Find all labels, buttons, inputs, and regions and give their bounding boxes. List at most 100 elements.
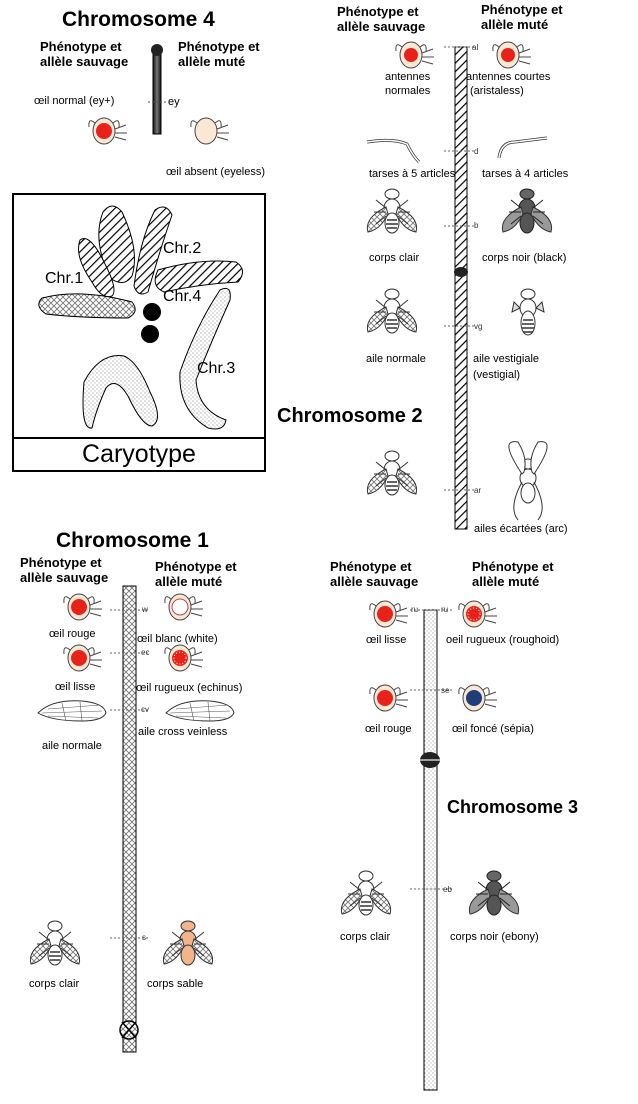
chr1-mut-label-cv: aile cross veinless <box>138 726 228 738</box>
chr2-wild-header-line1: Phénotype et <box>337 4 419 19</box>
chr1-mut-label-echinus: œil rugueux (echinus) <box>136 682 243 694</box>
chr1-wild-header-line1: Phénotype et <box>20 555 102 570</box>
chr3-wild-label-body: corps clair <box>340 931 391 943</box>
chr1-wild-header: Phénotype et allèle sauvage <box>20 555 108 585</box>
chr2-bar <box>454 46 468 530</box>
wing-cross-veinless <box>165 700 235 722</box>
chr1-gene-w: w <box>142 605 148 614</box>
karyotype-chr4-label: Chr.4 <box>163 288 202 305</box>
chr2-title: Chromosome 2 <box>277 405 423 427</box>
wing-normal <box>37 700 107 722</box>
fly-sable-body <box>162 920 214 966</box>
chr3-mut-label-roughoid: oeil rugueux (roughoid) <box>446 634 560 646</box>
fly-head-eyeless <box>190 117 230 145</box>
chr2-wild-label-body: corps clair <box>369 252 420 264</box>
chr3-mut-header-line2: allèle muté <box>472 574 540 589</box>
chr4-gene-ey: ey <box>168 96 180 108</box>
chr1-wild-label-red-eye: œil rouge <box>49 628 96 640</box>
karyotype-chr1-label: Chr.1 <box>45 270 84 287</box>
chr2-gene-al: al <box>472 43 479 52</box>
chr1-mut-header-line1: Phénotype et <box>155 559 237 574</box>
chr2-mut-label-wing-1: aile vestigiale <box>473 353 540 365</box>
chr1-wild-label-wing: aile normale <box>42 740 102 752</box>
fly-head-normal-eye <box>88 117 128 145</box>
chr2-mut-header-line1: Phénotype et <box>481 2 563 17</box>
chr2-mut-label-antennae-1: antennes courtes <box>466 71 551 83</box>
chr1-mut-header-line2: allèle muté <box>155 574 223 589</box>
chr2-gene-b: b <box>474 221 479 230</box>
chr1-bar <box>122 585 137 1053</box>
chr3-mut-label-ebony: corps noir (ebony) <box>450 931 539 943</box>
fly-clear-body-eb <box>340 870 392 916</box>
chr2-gene-vg: vg <box>474 322 483 331</box>
chr3-bar <box>423 609 438 1091</box>
fly-ebony-body <box>468 870 520 916</box>
chr4-wild-header: Phénotype et allèle sauvage <box>40 39 128 69</box>
chr2-mut-header-line2: allèle muté <box>481 17 549 32</box>
fly-head-white-eye <box>164 593 204 621</box>
chr1-wild-header-line2: allèle sauvage <box>20 570 109 585</box>
karyotype-chr3-label: Chr.3 <box>197 360 236 377</box>
fly-normal-wing <box>366 288 418 334</box>
chr2-gene-ar: ar <box>474 486 482 495</box>
karyotype-chromosomes <box>38 205 243 430</box>
chr1-loci-lines <box>110 609 150 939</box>
chr3-mut-label-sepia: œil foncé (sépia) <box>452 723 534 735</box>
fly-normal-wing-2 <box>366 450 418 496</box>
chr2-wild-label-antennae-1: antennes <box>385 71 431 83</box>
chr3-gene-ru-right: ru <box>441 605 449 614</box>
chr2-centromere <box>454 267 468 277</box>
chr3-wild-label-red: œil rouge <box>365 723 412 735</box>
fly-black-body <box>501 188 553 234</box>
chr1-wild-label-body: corps clair <box>29 978 80 990</box>
fly-head-smooth-eye-ec <box>63 644 103 672</box>
chr4-bar <box>152 49 162 135</box>
chr3-wild-header-line1: Phénotype et <box>330 559 412 574</box>
karyotype-title: Caryotype <box>12 437 266 472</box>
fly-head-roughoid-eye <box>458 600 498 628</box>
chr3-title: Chromosome 3 <box>447 797 579 817</box>
chr3-loci-lines <box>410 609 452 890</box>
chr2-loci-lines <box>444 46 476 491</box>
chr3-mut-header-line1: Phénotype et <box>472 559 554 574</box>
chr2-wild-label-wing: aile normale <box>366 353 426 365</box>
chr1-mut-label-white: œil blanc (white) <box>137 633 218 645</box>
fly-vestigial-wing <box>511 288 545 336</box>
chr1-gene-ec: ec <box>141 648 150 657</box>
chr2-mut-label-antennae-2: (aristaless) <box>470 85 524 97</box>
fly-head-red-eye-se <box>369 684 409 712</box>
chr1-wild-label-smooth-eye: œil lisse <box>55 681 96 693</box>
chr2-gene-d: d <box>474 147 479 156</box>
chr4-wild-header-line1: Phénotype et <box>40 39 122 54</box>
chr1-gene-s: s <box>142 933 146 942</box>
chr3-wild-header-line2: allèle sauvage <box>330 574 419 589</box>
chr3-wild-label-smooth: œil lisse <box>366 634 407 646</box>
chr3-mut-header: Phénotype et allèle muté <box>472 559 554 589</box>
fly-head-antennae-normal <box>395 41 435 69</box>
chr2-wild-label-tarse: tarses à 5 articles <box>369 168 456 180</box>
chr4-wild-header-line2: allèle sauvage <box>40 54 129 69</box>
chr2-wild-header: Phénotype et allèle sauvage <box>337 4 425 34</box>
chr2-wild-label-antennae-2: normales <box>385 85 431 97</box>
chr3-gene-ru-left: ru <box>411 605 419 614</box>
chr2-mut-label-wing-2: (vestigial) <box>473 369 521 381</box>
chr4-mut-label: œil absent (eyeless) <box>166 166 266 178</box>
chr3-wild-header: Phénotype et allèle sauvage <box>330 559 418 589</box>
chr1-title: Chromosome 1 <box>56 529 209 552</box>
fly-clear-body <box>366 188 418 234</box>
chr4-wild-label: œil normal (ey+) <box>34 95 115 107</box>
fly-head-echinus-eye <box>164 644 204 672</box>
karyotype-chr2-label: Chr.2 <box>163 240 202 257</box>
chr4-title: Chromosome 4 <box>62 8 215 31</box>
chr3-gene-eb: eb <box>443 885 452 894</box>
chr4-centromere <box>151 44 163 56</box>
chr2-mut-header: Phénotype et allèle muté <box>481 2 563 32</box>
chr1-mut-label-sable: corps sable <box>147 978 204 990</box>
chr2-mut-label-arc: ailes écartées (arc) <box>474 523 568 535</box>
chr2-mut-label-tarse: tarses à 4 articles <box>482 168 569 180</box>
fly-clear-body-s <box>29 920 81 966</box>
chr1-gene-cv: cv <box>141 705 149 714</box>
chr4-mut-header: Phénotype et allèle muté <box>178 39 260 69</box>
chr4-mut-header-line1: Phénotype et <box>178 39 260 54</box>
